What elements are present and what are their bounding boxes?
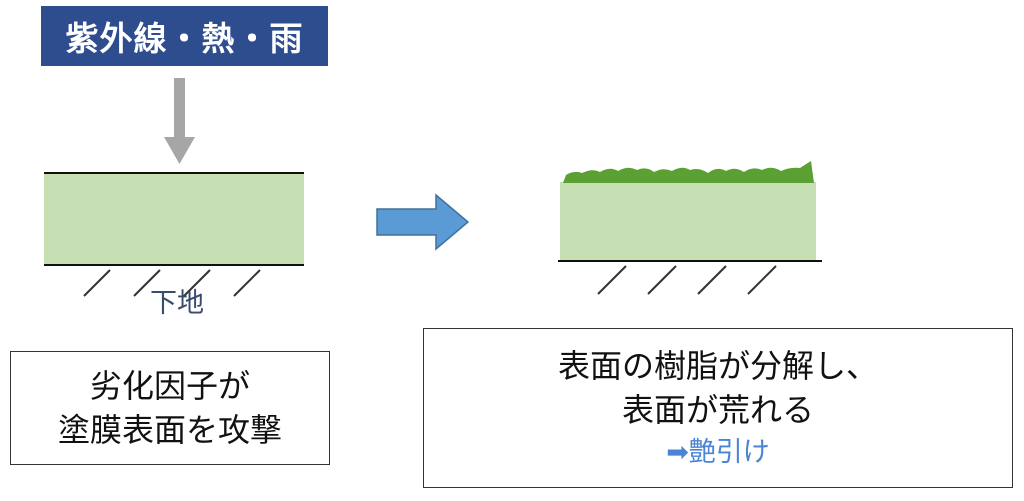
right-caption-box: 表面の樹脂が分解し、 表面が荒れる ➡艶引け — [423, 328, 1013, 488]
right-caption-line-2: 表面が荒れる — [621, 391, 814, 429]
attack-arrow — [164, 78, 195, 164]
left-coating-layer — [44, 172, 304, 266]
left-caption-box: 劣化因子が 塗膜表面を攻撃 — [10, 351, 330, 465]
left-substrate-hatching — [83, 269, 261, 297]
process-arrow — [376, 193, 470, 251]
right-caption-line-1: 表面の樹脂が分解し、 — [557, 347, 878, 385]
substrate-label: 下地 — [150, 288, 204, 319]
gloss-loss-result: ➡艶引け — [666, 437, 770, 468]
factor-banner: 紫外線・熱・雨 — [41, 6, 328, 66]
right-coating-layer — [558, 161, 822, 262]
left-caption-line-1: 劣化因子が — [89, 367, 250, 405]
right-substrate-hatching — [597, 265, 777, 295]
left-caption-line-2: 塗膜表面を攻撃 — [57, 411, 282, 449]
rough-surface — [563, 161, 814, 183]
